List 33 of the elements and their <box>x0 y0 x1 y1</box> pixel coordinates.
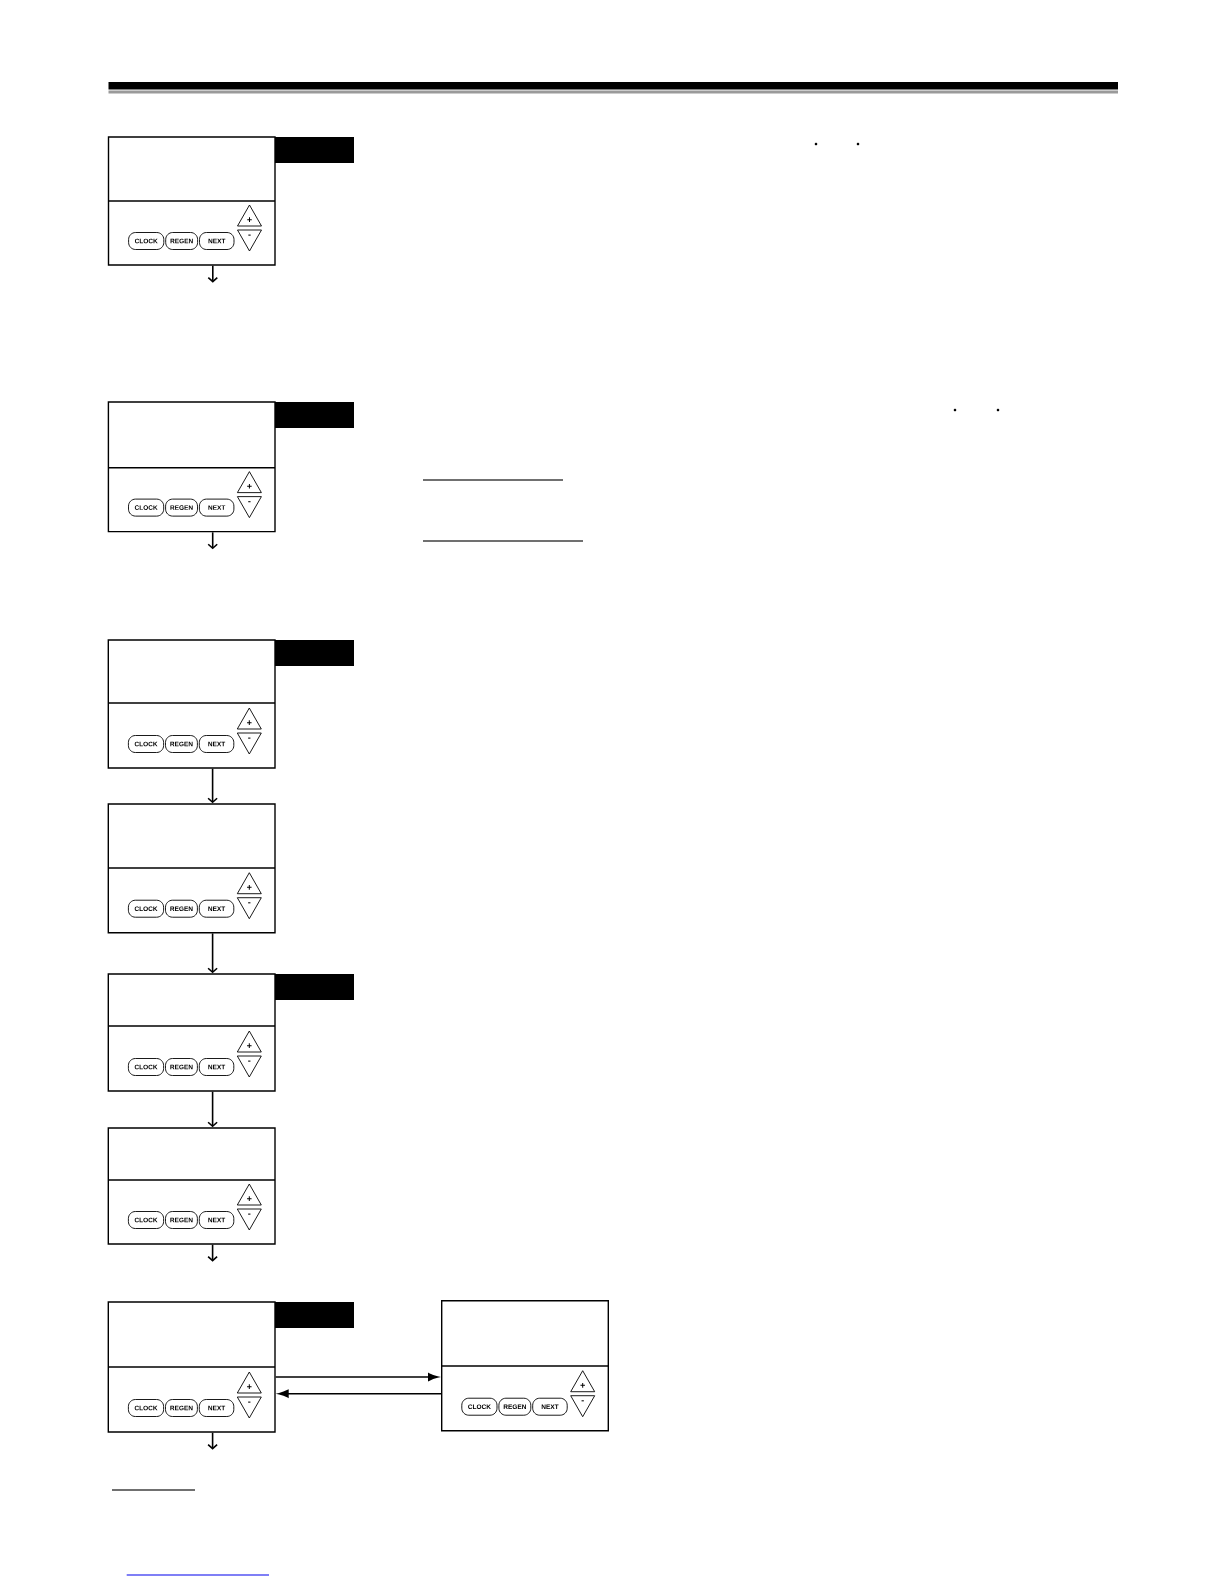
down-arrow-button: - <box>236 897 262 920</box>
control-panel <box>107 639 354 769</box>
flow-arrow <box>207 264 219 283</box>
up-arrow-button: + <box>237 204 262 227</box>
down-arrow-button: - <box>236 732 262 755</box>
up-arrow-button: + <box>570 1370 596 1393</box>
up-arrow-button: + <box>236 471 262 494</box>
up-arrow-button: + <box>236 1030 262 1053</box>
flow-arrow <box>207 1243 218 1262</box>
down-arrow-button: - <box>570 1395 596 1418</box>
up-arrow-button: + <box>236 1183 262 1206</box>
down-arrow-button: - <box>236 1055 262 1078</box>
control-panel <box>107 803 276 934</box>
control-panel <box>107 973 354 1092</box>
flow-arrow <box>207 1090 218 1128</box>
down-arrow-button: - <box>236 496 262 519</box>
down-arrow-button: - <box>236 1396 262 1419</box>
up-arrow-button: + <box>236 707 262 730</box>
control-panel <box>107 1127 276 1245</box>
flow-arrow <box>207 1431 218 1450</box>
control-panel <box>441 1300 609 1432</box>
control-panel <box>107 136 354 266</box>
control-panel <box>107 401 354 533</box>
flow-arrow <box>207 932 218 974</box>
flow-arrow <box>207 767 218 804</box>
up-arrow-button: + <box>236 1371 262 1394</box>
flow-arrow <box>278 1389 442 1398</box>
flow-arrow <box>207 531 218 550</box>
flow-arrow <box>274 1373 439 1381</box>
down-arrow-button: - <box>237 229 262 252</box>
down-arrow-button: - <box>236 1208 262 1231</box>
control-panel <box>107 1301 354 1433</box>
up-arrow-button: + <box>236 872 262 895</box>
